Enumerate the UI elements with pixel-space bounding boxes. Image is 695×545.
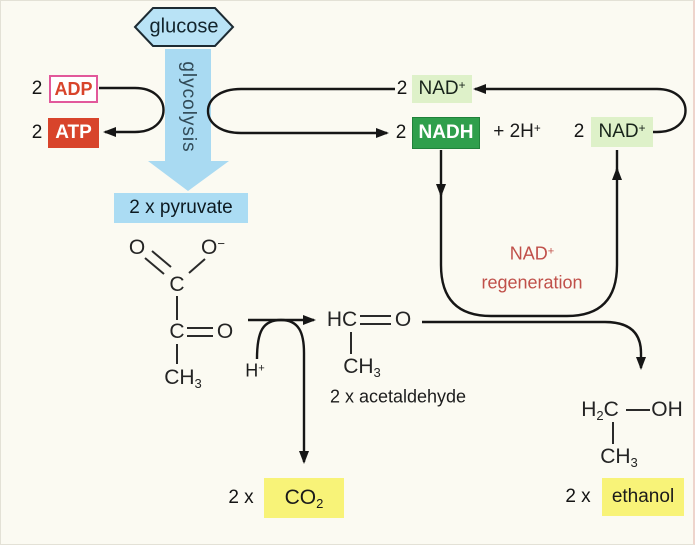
nadh-count: 2 [395,122,407,143]
atp-label: ATP [55,122,92,143]
nad-regeneration-loop [439,150,619,318]
nad-top-box: NAD+ [412,75,472,103]
ethanol-atom-h2c: H2C [581,398,619,423]
nadh-box: NADH [412,117,480,149]
bond-pyruvate-ominus-c [188,258,206,274]
pyruvate-atom-c-lower: C [169,320,185,343]
adp-box: ADP [49,75,98,103]
co2-box: CO2 [264,478,344,518]
ethanol-box: ethanol [602,478,684,516]
ethanol-label: ethanol [611,486,675,507]
ethanol-atom-oh: OH [651,398,683,421]
glucose-label: glucose [149,15,219,38]
arrow-acetaldehyde-to-ethanol [422,320,646,370]
pyruvate-atom-ch3: CH3 [164,366,202,391]
nad-top-count: 2 [396,78,408,99]
adp-label: ADP [54,78,93,99]
arrow-adp-to-atp [99,86,165,137]
pyruvate-atom-o-right: O [216,320,234,343]
atp-box: ATP [48,118,99,148]
h-plus-label: H+ [245,360,265,381]
nadh-hplus-suffix: + 2H+ [493,121,541,142]
glycolysis-arrow-shape [148,49,229,191]
adp-count: 2 [31,78,43,99]
pyruvate-atom-o-top-right: O− [201,236,225,259]
acetaldehyde-atom-o: O [394,308,412,331]
pyruvate-atom-c-upper: C [169,273,185,296]
pyruvate-atom-o-top-left: O [128,236,146,259]
glycolysis-label: glycolysis [178,61,199,153]
co2-label: CO2 [284,486,324,511]
arrow-nad-to-nadh [206,87,395,138]
nad-right-box: NAD+ [591,117,653,147]
pyruvate-label: 2 x pyruvate [114,193,248,223]
nad-right-count: 2 [573,121,585,142]
bond-pyruvate-o-c-double-2 [151,250,172,268]
acetaldehyde-caption: 2 x acetaldehyde [329,386,467,407]
nad-right-label: NAD+ [598,121,646,142]
nadh-label: NADH [418,122,474,143]
acetaldehyde-atom-ch3: CH3 [343,355,381,380]
nad-regeneration-label: NAD+ regeneration [481,243,583,293]
nad-top-label: NAD+ [418,78,466,99]
co2-count: 2 x [228,487,254,508]
atp-count: 2 [31,122,43,143]
ethanol-atom-ch3: CH3 [600,445,638,470]
ethanol-count: 2 x [565,486,591,507]
bond-pyruvate-o-c-double-1 [144,257,165,275]
arrow-nad-recycle [473,84,687,134]
acetaldehyde-atom-hc: HC [326,308,358,331]
arrow-hplus-to-co2 [255,318,309,464]
glucose-hexagon [133,7,235,47]
